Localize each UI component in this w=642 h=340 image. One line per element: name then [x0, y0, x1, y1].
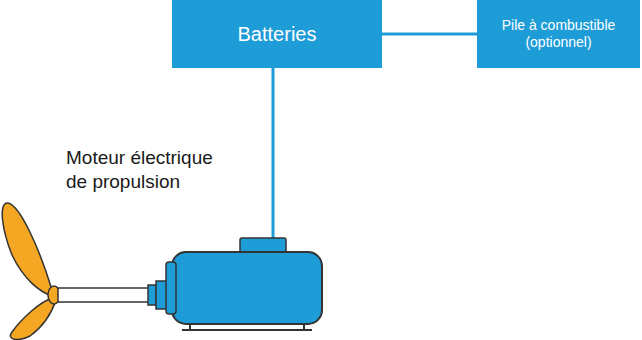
- propeller-blade: [10, 298, 56, 339]
- power-link: [382, 33, 477, 36]
- coupling: [148, 285, 156, 305]
- motor-body: [172, 252, 322, 324]
- motor-flange: [166, 262, 176, 314]
- part-name: Moteur électrique de propulsion: [66, 146, 234, 194]
- box-label: Pile à combustible (optionnel): [487, 17, 630, 52]
- power-wire: [272, 68, 275, 240]
- propeller-blade: [2, 203, 52, 296]
- box-label: Batteries: [238, 22, 317, 47]
- shaft: [58, 288, 150, 302]
- motor-base: [182, 329, 312, 331]
- process-box: Batteries: [172, 0, 382, 68]
- process-box: Pile à combustible (optionnel): [477, 0, 640, 68]
